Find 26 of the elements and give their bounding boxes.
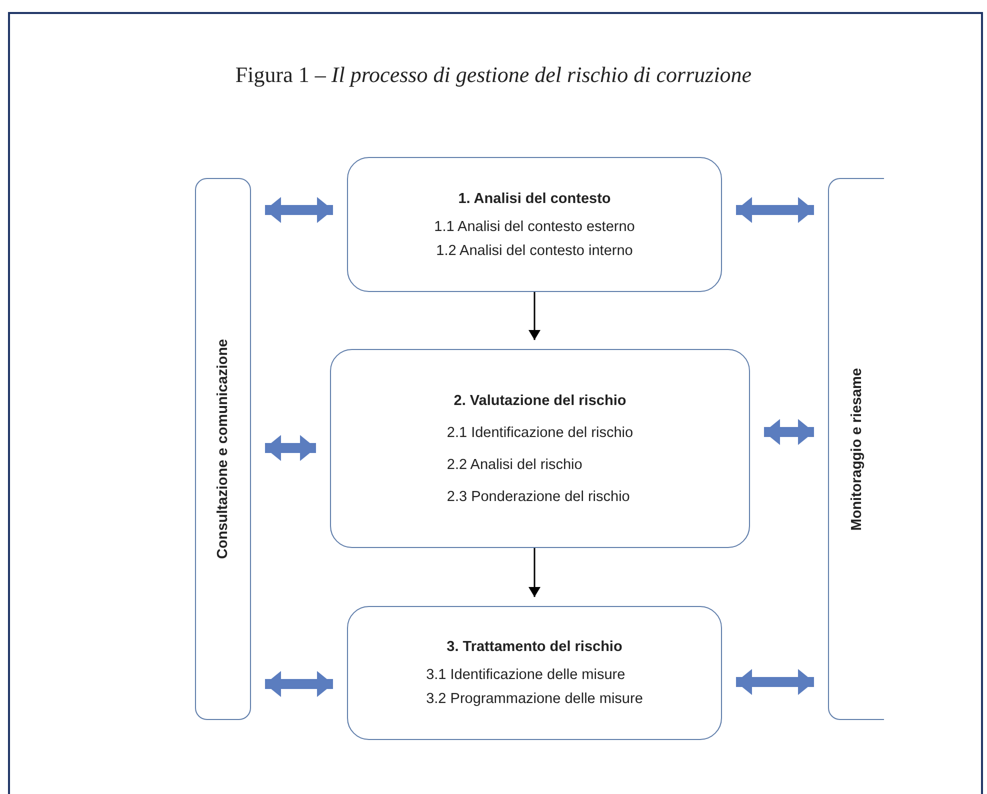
arrow [528,292,540,340]
process-box [330,349,750,548]
step-item: 3.2 Programmazione delle misure [426,691,643,707]
band-label: Consultazione e comunicazione [215,339,231,559]
double-arrow [265,671,333,697]
side-band [195,178,251,720]
step-item: 2.3 Ponderazione del rischio [446,488,630,504]
double-arrow [764,419,814,445]
arrow [528,548,540,597]
process-box [347,606,722,740]
side-band [828,178,884,720]
double-arrow [736,669,814,695]
double-arrow [265,197,333,223]
step-item: 1.1 Analisi del contesto esterno [434,218,635,234]
box-heading: 3. Trattamento del rischio [446,639,622,655]
double-arrow [736,197,814,223]
step-item: 2.2 Analisi del rischio [446,456,582,472]
double-arrow [265,435,316,461]
process-box [347,157,722,292]
figure-title: Figura 1 – Il processo di gestione del rischio di corruzione [234,62,753,88]
step-item: 3.1 Identificazione delle misure [426,667,626,683]
band-label: Monitoraggio e riesame [848,368,864,530]
step-item: 1.2 Analisi del contesto interno [436,242,633,258]
box-heading: 1. Analisi del contesto [458,190,611,206]
box-heading: 2. Valutazione del rischio [454,392,626,408]
step-item: 2.1 Identificazione del rischio [446,424,634,440]
